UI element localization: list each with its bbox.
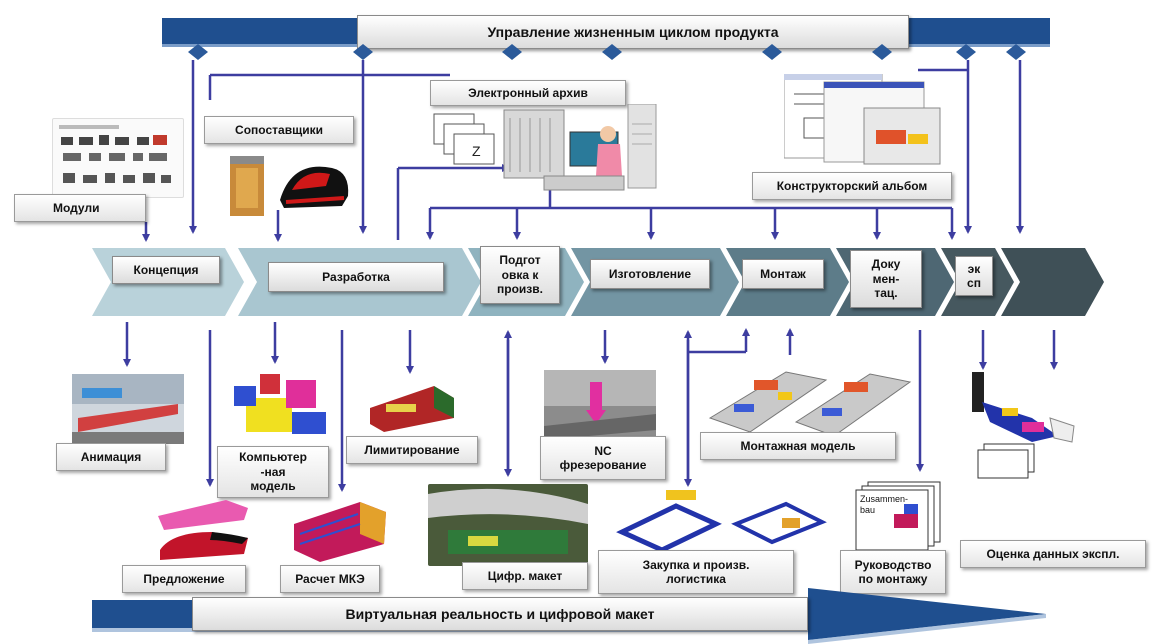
digital-mockup-image [428, 484, 588, 566]
label-procurement: Закупка и произв. логистика [598, 550, 794, 594]
doc-stack-text: Zusammen- bau [860, 494, 909, 515]
chevron-final [1001, 248, 1104, 316]
step-concept: Концепция [112, 256, 220, 284]
modules-image [52, 118, 184, 198]
vr-title: Виртуальная реальность и цифровой макет [192, 597, 808, 631]
step-development: Разработка [268, 262, 444, 292]
label-proposal: Предложение [122, 565, 246, 593]
operation-image [962, 372, 1082, 480]
nc-milling-image [544, 370, 656, 440]
archive-image: Z [432, 103, 662, 196]
step-documentation: Доку мен- тац. [850, 250, 922, 308]
label-operation-data: Оценка данных экспл. [960, 540, 1146, 568]
step-preparation: Подгот овка к произв. [480, 246, 560, 304]
label-modules: Модули [14, 194, 146, 222]
computer-model-image [230, 370, 340, 446]
label-nc-milling: NC фрезерование [540, 436, 666, 480]
doc-stack-image [854, 480, 948, 552]
label-album: Конструкторский альбом [752, 172, 952, 200]
assembly-model-image [704, 358, 914, 440]
label-fem: Расчет МКЭ [280, 565, 380, 593]
lifecycle-title: Управление жизненным циклом продукта [357, 15, 909, 49]
animation-image [72, 374, 184, 444]
label-assembly-guide: Руководство по монтажу [840, 550, 946, 594]
album-image [783, 73, 954, 174]
label-animation: Анимация [56, 443, 166, 471]
limiting-image [364, 378, 460, 434]
label-archive: Электронный архив [430, 80, 626, 106]
archive-icon-letter: Z [472, 143, 481, 159]
fem-image [290, 494, 390, 566]
label-computer-model: Компьютер -ная модель [217, 446, 329, 498]
label-suppliers: Сопоставщики [204, 116, 354, 144]
label-limiting: Лимитирование [346, 436, 478, 464]
step-manufacturing: Изготовление [590, 259, 710, 289]
label-digital-mockup: Цифр. макет [462, 562, 588, 590]
proposal-image [152, 494, 256, 566]
step-operation: эк сп [955, 256, 993, 296]
procurement-image [616, 484, 830, 564]
step-assembly: Монтаж [742, 259, 824, 289]
suppliers-image [222, 150, 362, 220]
label-assembly-model: Монтажная модель [700, 432, 896, 460]
